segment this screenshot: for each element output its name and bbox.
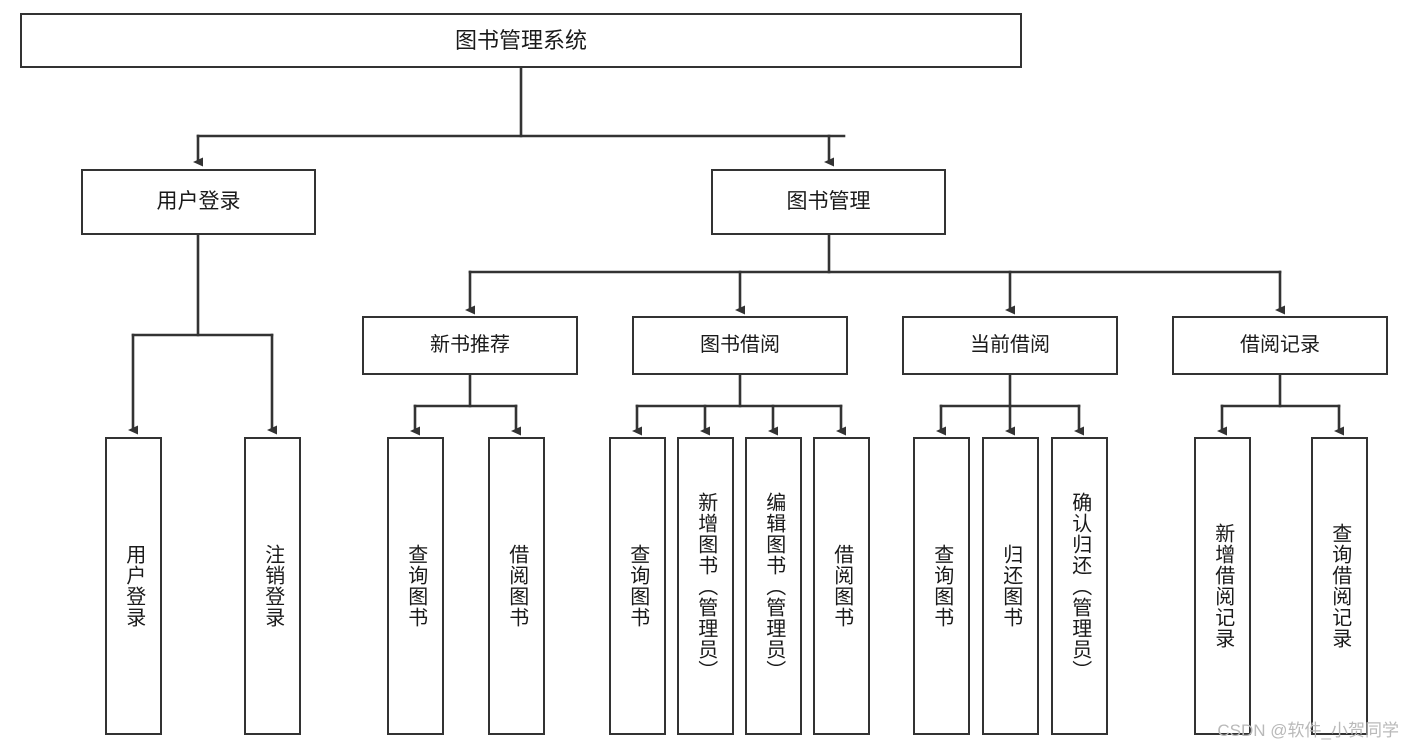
node-label: 确认归还（管理员） bbox=[1068, 491, 1091, 681]
node-leaf-query-book-2[interactable]: 查询图书 bbox=[609, 437, 666, 735]
node-label: 图书借阅 bbox=[700, 333, 780, 356]
node-book-borrow[interactable]: 图书借阅 bbox=[632, 316, 848, 375]
node-leaf-add-book[interactable]: 新增图书（管理员） bbox=[677, 437, 734, 735]
node-label: 归还图书 bbox=[999, 544, 1022, 628]
node-label: 新增图书（管理员） bbox=[694, 491, 717, 681]
node-label: 图书管理系统 bbox=[454, 27, 587, 53]
node-label: 注销登录 bbox=[261, 544, 284, 628]
node-label: 用户登录 bbox=[122, 544, 145, 628]
node-label: 用户登录 bbox=[156, 189, 241, 213]
node-label: 借阅图书 bbox=[505, 544, 528, 628]
node-leaf-add-record[interactable]: 新增借阅记录 bbox=[1194, 437, 1251, 735]
node-label: 查询图书 bbox=[404, 544, 427, 628]
node-leaf-edit-book[interactable]: 编辑图书（管理员） bbox=[745, 437, 802, 735]
node-user-login[interactable]: 用户登录 bbox=[81, 169, 316, 235]
node-label: 查询借阅记录 bbox=[1328, 523, 1351, 649]
node-leaf-logout-login[interactable]: 注销登录 bbox=[244, 437, 301, 735]
node-leaf-query-record[interactable]: 查询借阅记录 bbox=[1311, 437, 1368, 735]
node-root[interactable]: 图书管理系统 bbox=[20, 13, 1022, 68]
node-current-borrow[interactable]: 当前借阅 bbox=[902, 316, 1118, 375]
node-leaf-borrow-book-2[interactable]: 借阅图书 bbox=[813, 437, 870, 735]
node-label: 编辑图书（管理员） bbox=[762, 491, 785, 681]
node-leaf-user-login[interactable]: 用户登录 bbox=[105, 437, 162, 735]
node-book-manage[interactable]: 图书管理 bbox=[711, 169, 946, 235]
node-leaf-return-book[interactable]: 归还图书 bbox=[982, 437, 1039, 735]
node-leaf-query-book-3[interactable]: 查询图书 bbox=[913, 437, 970, 735]
node-label: 借阅记录 bbox=[1240, 333, 1320, 356]
node-leaf-confirm-return[interactable]: 确认归还（管理员） bbox=[1051, 437, 1108, 735]
node-borrow-record[interactable]: 借阅记录 bbox=[1172, 316, 1388, 375]
node-label: 新增借阅记录 bbox=[1211, 523, 1234, 649]
node-label: 当前借阅 bbox=[970, 333, 1050, 356]
node-leaf-borrow-book-1[interactable]: 借阅图书 bbox=[488, 437, 545, 735]
node-leaf-query-book-1[interactable]: 查询图书 bbox=[387, 437, 444, 735]
node-label: 新书推荐 bbox=[430, 333, 510, 356]
node-label: 查询图书 bbox=[930, 544, 953, 628]
node-label: 图书管理 bbox=[786, 189, 871, 213]
node-label: 借阅图书 bbox=[830, 544, 853, 628]
node-new-book-rec[interactable]: 新书推荐 bbox=[362, 316, 578, 375]
node-label: 查询图书 bbox=[626, 544, 649, 628]
